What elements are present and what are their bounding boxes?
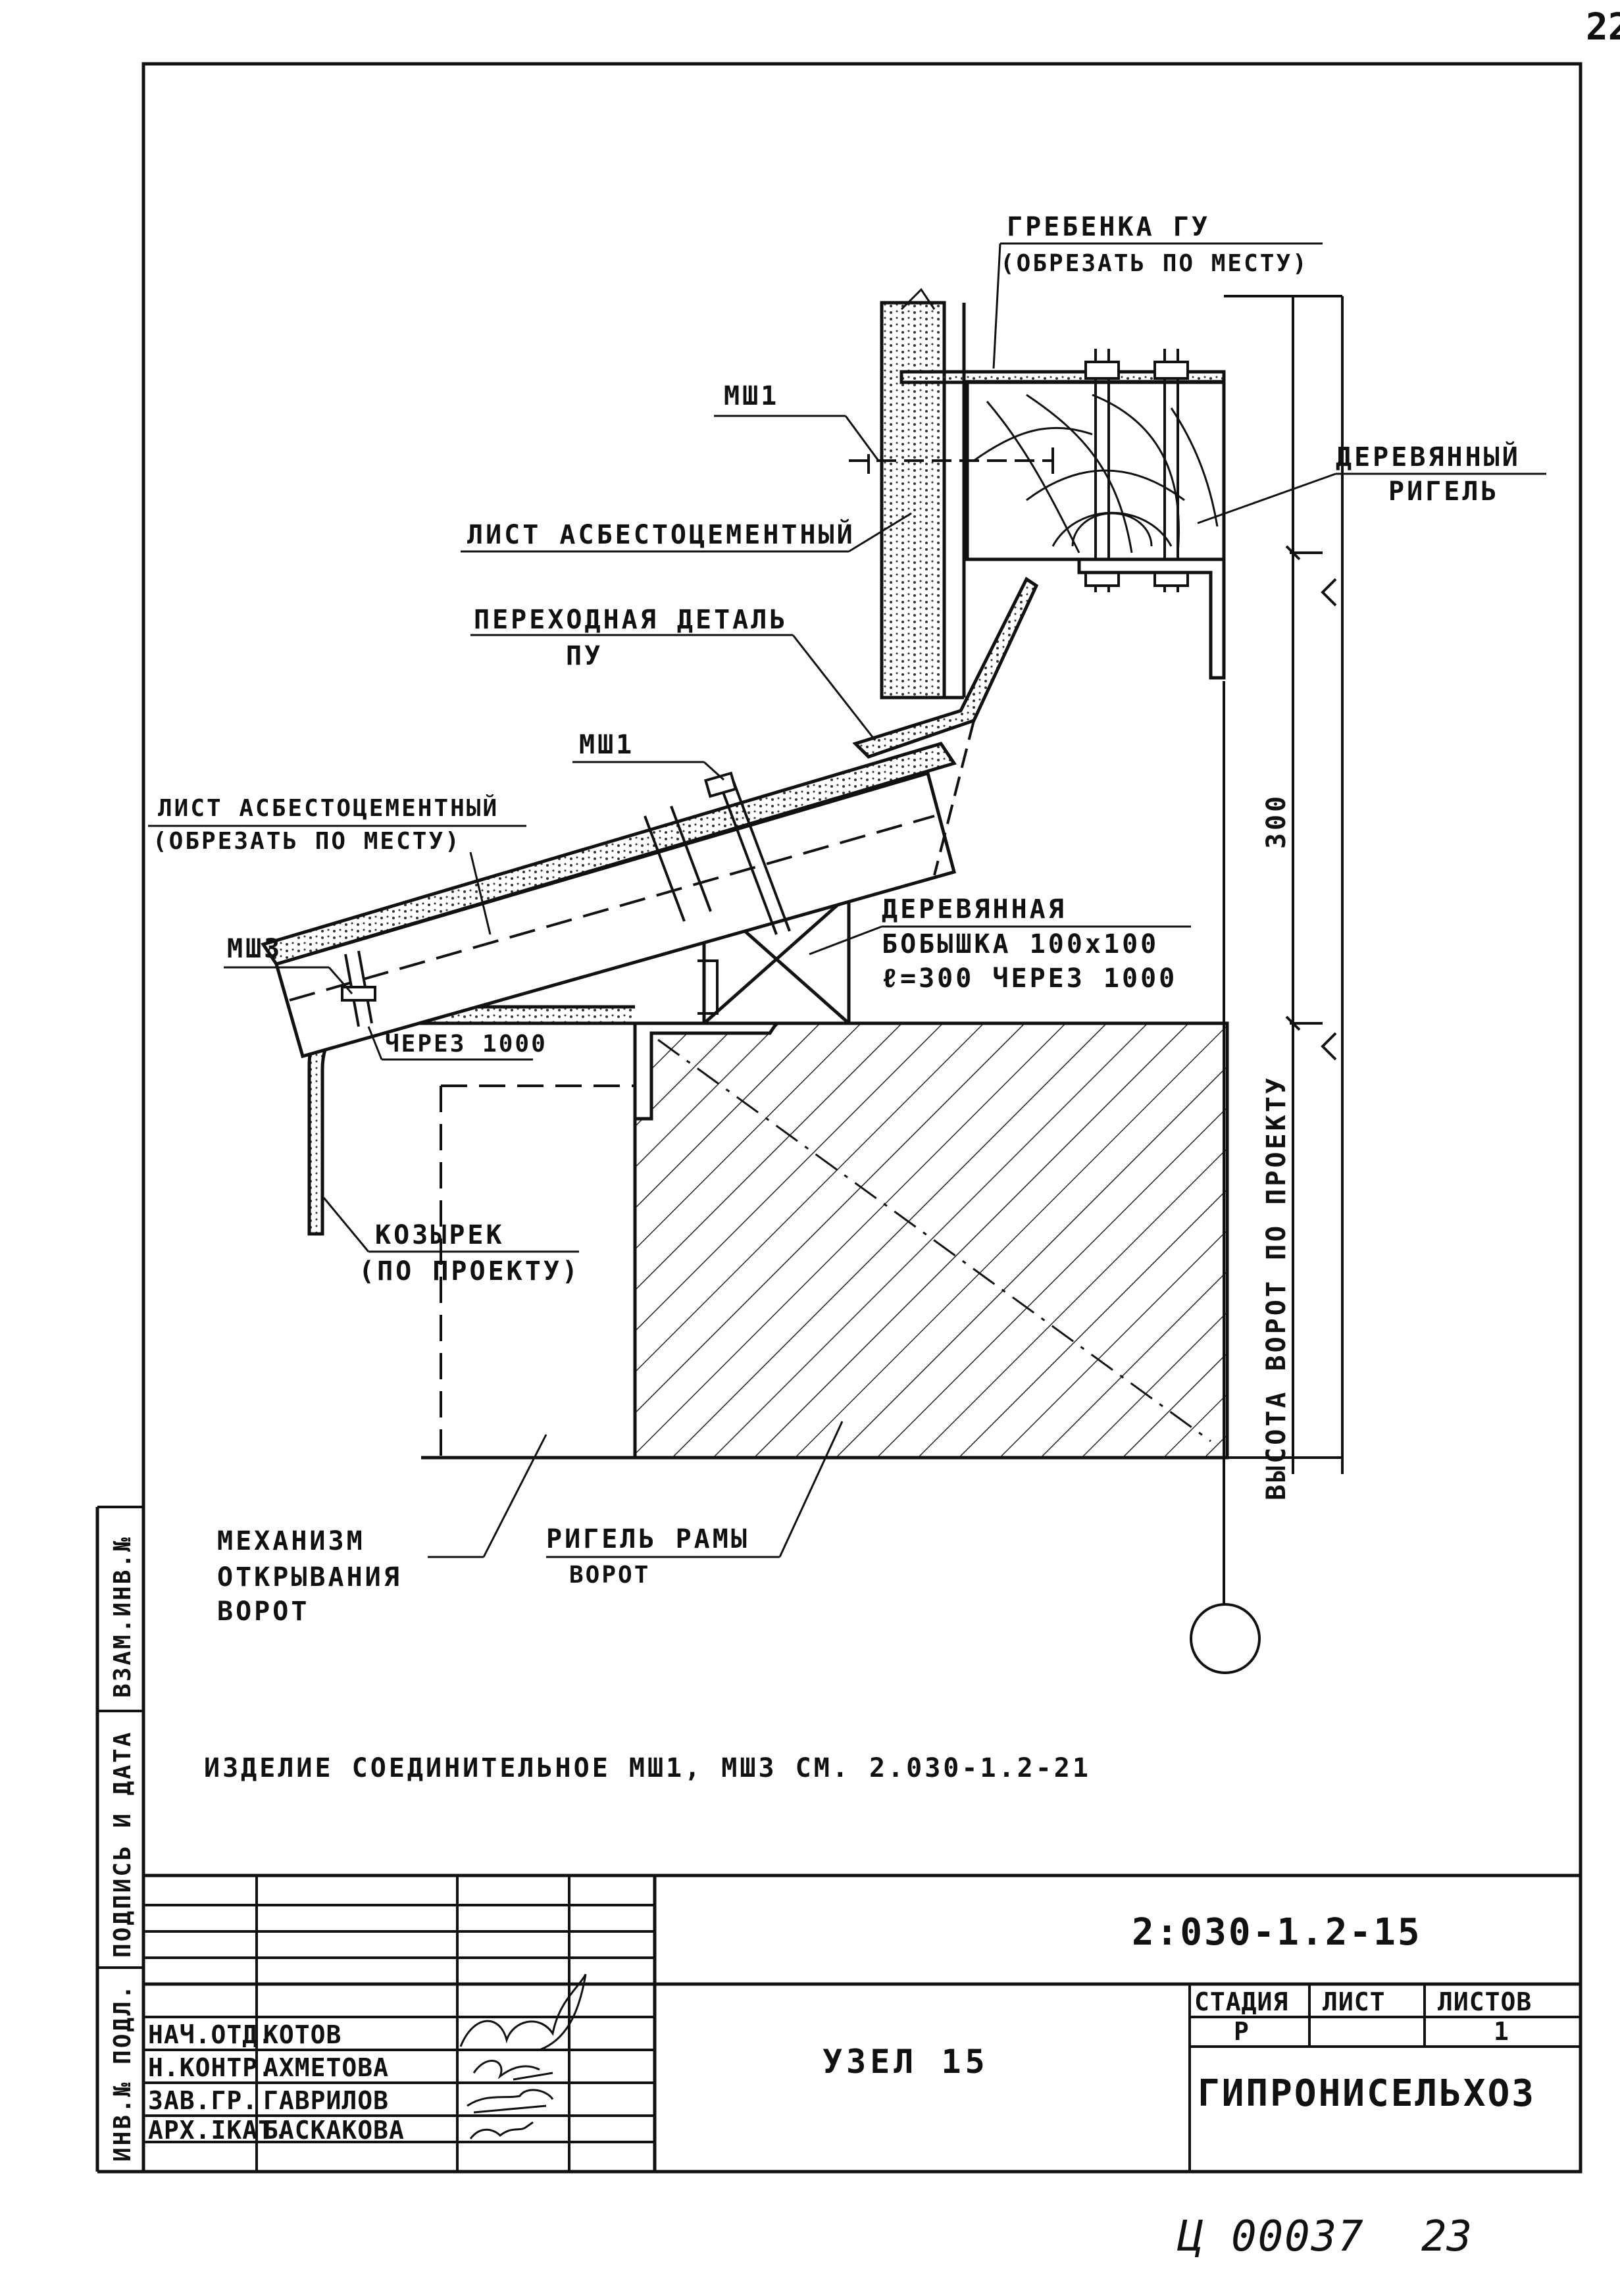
name-3: БАСКАКОВА <box>263 2116 405 2145</box>
stage-value: Р <box>1234 2017 1250 2046</box>
label-boss-3: ℓ=300 ЧЕРЕЗ 1000 <box>882 963 1177 994</box>
label-mechanism-1: МЕХАНИЗМ <box>217 1526 365 1556</box>
name-0: КОТОВ <box>263 2020 342 2049</box>
label-msh1-mid: МШ1 <box>579 730 634 760</box>
role-2: ЗАВ.ГР. <box>148 2086 258 2115</box>
general-note: ИЗДЕЛИЕ СОЕДИНИТЕЛЬНОЕ МШ1, МШ3 СМ. 2.03… <box>204 1753 1091 1783</box>
signatures <box>459 1974 587 2139</box>
label-grebenka: ГРЕБЕНКА ГУ <box>1007 212 1210 242</box>
frame-rigel-block <box>633 1021 1229 1460</box>
label-asbestos-mid-2: (ОБРЕЗАТЬ ПО МЕСТУ) <box>153 828 461 855</box>
signature-gavrilov <box>467 2089 554 2114</box>
title-block-text: 2:030-1.2-15 УЗЕЛ 15 СТАДИЯ ЛИСТ ЛИСТОВ … <box>148 1911 1536 2145</box>
title-block <box>143 1874 1581 2172</box>
footer-code: Ц 00037 <box>1177 2212 1365 2261</box>
node-drawing <box>148 242 1546 1674</box>
datum-circle <box>1190 1603 1261 1674</box>
rigel-angle <box>1077 557 1226 680</box>
label-frame-rigel-1: РИГЕЛЬ РАМЫ <box>546 1524 749 1554</box>
organization: ГИПРОНИСЕЛЬХОЗ <box>1198 2072 1536 2115</box>
label-transition-2: ПУ <box>566 641 603 671</box>
drawing-title: УЗЕЛ 15 <box>823 2043 989 2081</box>
page-number: 22 <box>1586 6 1620 49</box>
name-2: ГАВРИЛОВ <box>263 2086 389 2115</box>
footer-number: 23 <box>1421 2212 1472 2261</box>
msh1-top-fastener <box>849 447 1054 474</box>
sheet-header: ЛИСТ <box>1323 1987 1386 2016</box>
doc-code: 2:030-1.2-15 <box>1132 1911 1422 1954</box>
stage-header: СТАДИЯ <box>1194 1987 1288 2016</box>
sheet-frame <box>141 62 1582 2174</box>
label-rigel-wood-2: РИГЕЛЬ <box>1388 476 1500 507</box>
side-stamp: ВЗАМ.ИНВ.№ ПОДПИСЬ И ДАТА ИНВ.№ ПОДЛ. <box>95 1506 143 2174</box>
role-0: НАЧ.ОТД. <box>148 2020 274 2049</box>
signature-kotov <box>459 1974 587 2051</box>
stamp-inv-podl: ИНВ.№ ПОДЛ. <box>109 1983 136 2162</box>
role-3: АРХ.IКАТ. <box>148 2116 290 2145</box>
stamp-podpis: ПОДПИСЬ И ДАТА <box>109 1731 136 1958</box>
sheets-header: ЛИСТОВ <box>1438 1987 1532 2016</box>
label-mechanism-3: ВОРОТ <box>217 1596 309 1627</box>
drawing-labels: ГРЕБЕНКА ГУ (ОБРЕЗАТЬ ПО МЕСТУ) МШ1 ДЕРЕ… <box>153 212 1521 1783</box>
dimension-lines <box>1223 295 1344 1606</box>
name-1: АХМЕТОВА <box>263 2053 389 2082</box>
label-rigel-wood-1: ДЕРЕВЯННЫЙ <box>1336 441 1521 472</box>
signature-baskakova <box>469 2121 534 2139</box>
label-canopy-1: КОЗЫРЕК <box>375 1220 505 1250</box>
label-transition-1: ПЕРЕХОДНАЯ ДЕТАЛЬ <box>474 605 788 635</box>
label-gate-height: ВЫСОТА ВОРОТ ПО ПРОЕКТУ <box>1261 1075 1292 1500</box>
label-msh1-top: МШ1 <box>724 381 779 411</box>
label-dim-300: 300 <box>1261 794 1292 849</box>
mechanism-dashed <box>440 1084 635 1458</box>
label-mechanism-2: ОТКРЫВАНИЯ <box>217 1562 402 1593</box>
msh1-mid-fastener <box>703 771 791 935</box>
label-frame-rigel-2: ВОРОТ <box>569 1562 650 1589</box>
label-grebenka-note: (ОБРЕЗАТЬ ПО МЕСТУ) <box>1000 250 1309 277</box>
sheets-value: 1 <box>1494 2017 1509 2046</box>
wall-column <box>880 288 966 700</box>
label-every-1000: ЧЕРЕЗ 1000 <box>385 1031 547 1058</box>
label-asbestos-top: ЛИСТ АСБЕСТОЦЕМЕНТНЫЙ <box>467 519 855 550</box>
comb-gu <box>899 370 1226 384</box>
label-asbestos-mid-1: ЛИСТ АСБЕСТОЦЕМЕНТНЫЙ <box>158 794 499 822</box>
label-canopy-2: (ПО ПРОЕКТУ) <box>359 1256 580 1287</box>
label-boss-1: ДЕРЕВЯННАЯ <box>882 894 1067 925</box>
stamp-vzam: ВЗАМ.ИНВ.№ <box>109 1535 136 1698</box>
label-msh3: МШ3 <box>227 934 282 964</box>
signature-akhmetova <box>472 2060 553 2081</box>
sloped-asbestos-sheet <box>261 742 957 1059</box>
leader-lines <box>148 242 1546 1558</box>
label-boss-2: БОБЫШКА 100х100 <box>882 929 1159 959</box>
role-1: Н.КОНТР. <box>148 2053 274 2082</box>
